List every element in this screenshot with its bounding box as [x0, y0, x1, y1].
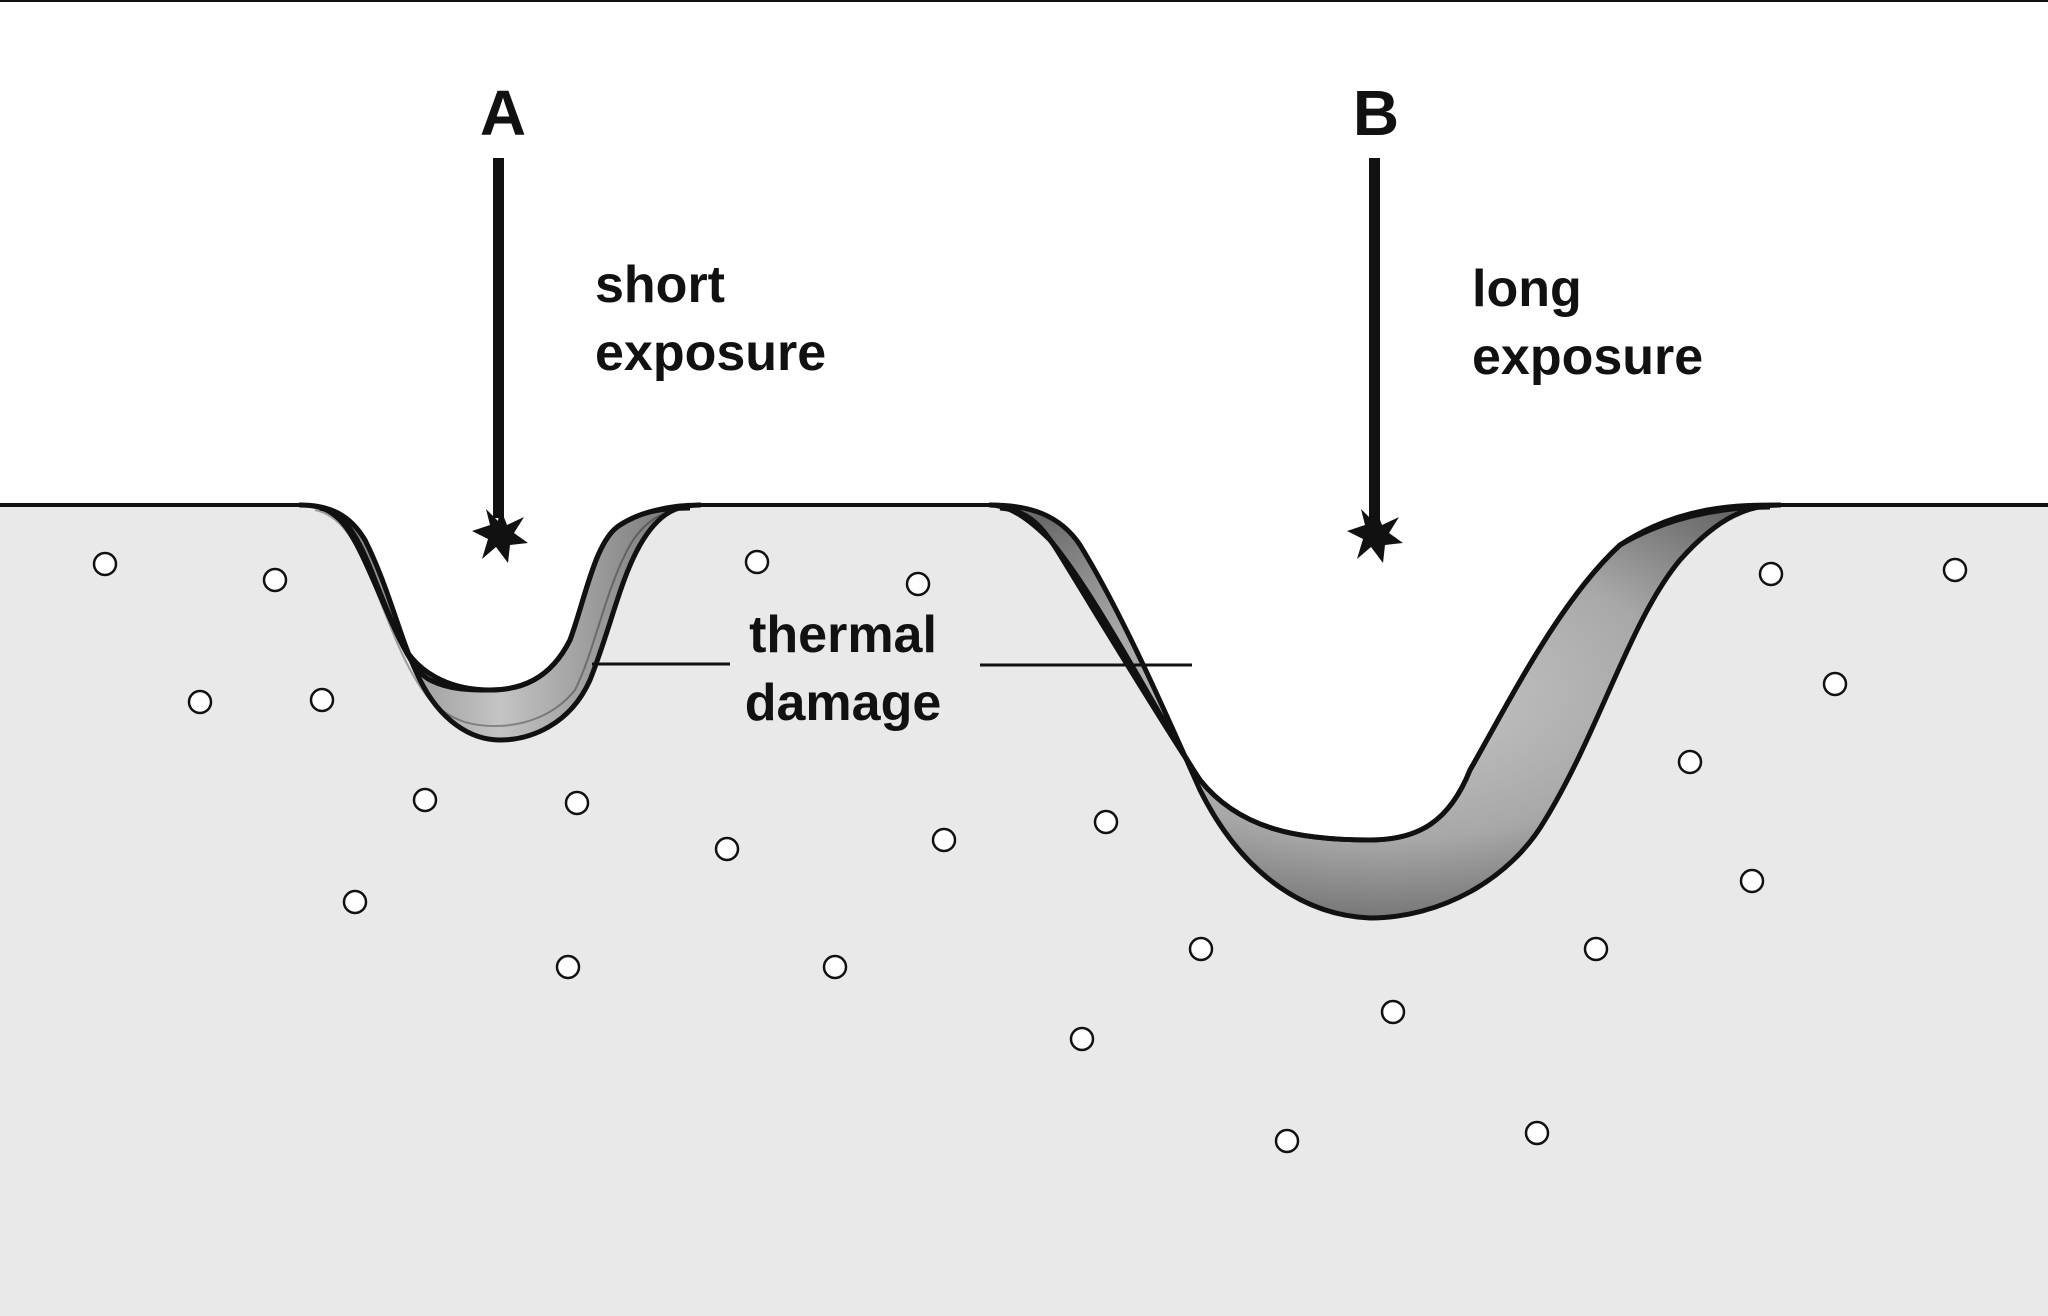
short-exposure-line2: exposure — [595, 324, 826, 382]
laser-beam-b — [1369, 158, 1380, 523]
long-exposure-line2: exposure — [1472, 328, 1703, 386]
crater-a-edge — [314, 507, 686, 728]
particle — [1380, 999, 1406, 1025]
laser-beam-a — [493, 158, 504, 518]
particle — [309, 687, 335, 713]
particle — [744, 549, 770, 575]
particle — [714, 836, 740, 862]
particle — [564, 790, 590, 816]
particle — [1093, 809, 1119, 835]
thermal-damage-line2: damage — [745, 674, 942, 732]
particle — [262, 567, 288, 593]
particle — [1758, 561, 1784, 587]
particle — [1069, 1026, 1095, 1052]
particle — [905, 571, 931, 597]
particle — [342, 889, 368, 915]
short-exposure-line1: short — [595, 256, 725, 314]
particle — [555, 954, 581, 980]
particle — [412, 787, 438, 813]
long-exposure-line1: long — [1472, 260, 1582, 318]
label-a: A — [480, 77, 526, 149]
particle — [1583, 936, 1609, 962]
particle — [187, 689, 213, 715]
particle — [1822, 671, 1848, 697]
particle — [1677, 749, 1703, 775]
particle — [1942, 557, 1968, 583]
particle — [1524, 1120, 1550, 1146]
thermal-damage-line1: thermal — [749, 606, 937, 664]
label-b: B — [1353, 77, 1399, 149]
particle — [822, 954, 848, 980]
impact-star-b — [1347, 507, 1403, 563]
crater-a-outline — [319, 505, 691, 693]
particle — [931, 827, 957, 853]
particle — [1274, 1128, 1300, 1154]
impact-star-a — [472, 507, 528, 563]
particle — [1739, 868, 1765, 894]
tissue-block — [0, 505, 2048, 1316]
tissue-particles — [92, 549, 1968, 1154]
crater-b-outline — [999, 504, 1771, 843]
particle — [1188, 936, 1214, 962]
particle — [92, 551, 118, 577]
